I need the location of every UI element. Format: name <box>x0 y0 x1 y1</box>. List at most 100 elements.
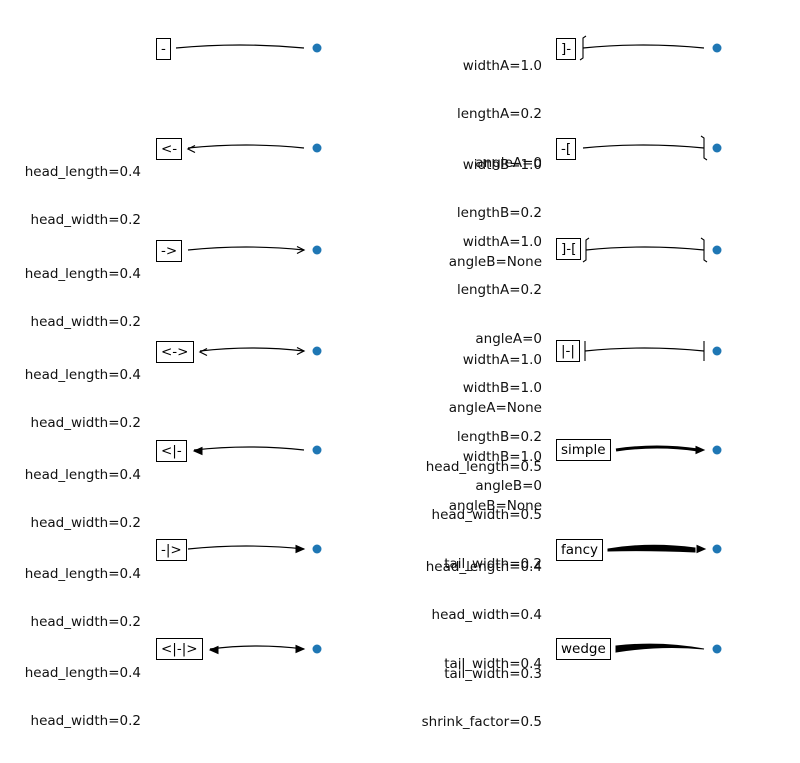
param-line: widthB=1.0 <box>462 380 542 397</box>
anchor-dot <box>712 245 722 255</box>
params-row-10: widthA=1.0 angleA=None widthB=1.0 angleB… <box>449 319 542 547</box>
arrow-head <box>695 445 706 455</box>
arrow-curve <box>615 445 699 452</box>
arrow-head <box>295 644 306 654</box>
arrow-head <box>296 346 306 356</box>
arrow-head <box>208 645 219 655</box>
arrow-curve <box>193 446 305 451</box>
params-row-11: head_length=0.5 head_width=0.5 tail_widt… <box>426 426 542 605</box>
param-line: lengthA=0.2 <box>456 282 542 299</box>
param-line: head_width=0.2 <box>30 614 141 631</box>
wedge-arrow <box>615 643 705 653</box>
arrow-head <box>296 245 306 255</box>
anchor-dot <box>712 143 722 153</box>
param-line: widthB=1.0 <box>462 449 542 466</box>
params-row-1: head_length=0.4 head_width=0.2 <box>25 131 141 261</box>
anchor-dot <box>712 644 722 654</box>
param-line: angleA=None <box>448 400 542 417</box>
anchor-dot <box>312 644 322 654</box>
param-line: angleA=0 <box>475 155 542 172</box>
arrow-curve <box>199 347 305 352</box>
arrow-curve <box>209 645 305 650</box>
anchor-dot <box>712 544 722 554</box>
param-line: angleA=0 <box>475 331 542 348</box>
fancy-arrow-body <box>607 544 696 553</box>
param-line: head_length=0.4 <box>24 466 141 483</box>
param-line: head_width=0.4 <box>431 607 542 624</box>
arrow-curve <box>175 44 305 49</box>
params-row-8: widthB=1.0 lengthB=0.2 angleB=None <box>449 124 542 303</box>
arrowstyle-label: simple <box>556 439 611 461</box>
arrowstyle-label: ]- <box>556 38 577 60</box>
arrowstyle-label: fancy <box>556 539 603 561</box>
param-line: head_width=0.5 <box>431 507 542 524</box>
param-line: head_width=0.2 <box>30 212 141 229</box>
param-line: head_length=0.4 <box>24 163 141 180</box>
arrowstyle-label: <|- <box>156 440 187 462</box>
params-row-4: head_length=0.4 head_width=0.2 <box>25 434 141 564</box>
params-row-13: tail_width=0.3 shrink_factor=0.5 <box>422 633 542 763</box>
arrow-head <box>192 446 203 456</box>
arrowstyle-label: <|-|> <box>156 638 203 660</box>
arrow-curve <box>582 44 705 49</box>
arrow-head <box>295 544 306 554</box>
arrowstyle-label: wedge <box>556 638 611 660</box>
bracket-mark <box>582 237 590 263</box>
arrowstyle-label: |-| <box>556 340 580 362</box>
anchor-dot <box>712 346 722 356</box>
anchor-dot <box>312 43 322 53</box>
param-line: tail_width=0.4 <box>444 656 542 673</box>
param-line: head_length=0.4 <box>24 265 141 282</box>
params-row-2: head_length=0.4 head_width=0.2 <box>25 233 141 363</box>
bracket-mark <box>700 237 708 263</box>
arrow-head <box>696 544 707 554</box>
arrow-head <box>198 347 208 357</box>
param-line: head_length=0.5 <box>425 458 542 475</box>
anchor-dot <box>312 544 322 554</box>
param-line: angleB=None <box>448 498 542 515</box>
arrowstyle-demo: head_length=0.4 head_width=0.2 head_leng… <box>25 25 722 730</box>
params-row-5: head_length=0.4 head_width=0.2 <box>25 533 141 663</box>
param-line: tail_width=0.2 <box>444 556 542 573</box>
arrow-layer <box>175 35 722 655</box>
params-row-6: head_length=0.4 head_width=0.2 <box>25 632 141 762</box>
arrowstyle-label: <-> <box>156 341 194 363</box>
param-line: lengthB=0.2 <box>456 429 542 446</box>
param-line: head_width=0.2 <box>30 314 141 331</box>
arrow-curve <box>187 246 305 251</box>
param-line: lengthA=0.2 <box>456 106 542 123</box>
arrow-curve <box>584 347 705 352</box>
anchor-dot <box>712 445 722 455</box>
anchor-dot <box>712 43 722 53</box>
param-line: head_length=0.4 <box>24 664 141 681</box>
anchor-dot <box>312 143 322 153</box>
arrowstyle-label: -> <box>156 240 183 262</box>
anchor-dot <box>312 445 322 455</box>
param-line: widthA=1.0 <box>462 57 542 74</box>
arrowstyle-label: - <box>156 38 171 60</box>
anchor-dot <box>312 245 322 255</box>
params-row-3: head_length=0.4 head_width=0.2 <box>25 334 141 464</box>
params-row-9: widthA=1.0 lengthA=0.2 angleA=0 widthB=1… <box>457 201 542 527</box>
param-line: head_length=0.4 <box>24 565 141 582</box>
arrowstyle-label: -[ <box>556 138 577 160</box>
params-row-12: head_length=0.4 head_width=0.4 tail_widt… <box>426 526 542 705</box>
param-line: angleB=0 <box>475 478 542 495</box>
bracket-mark <box>700 135 708 161</box>
arrow-head <box>186 144 196 154</box>
arrow-curve <box>187 545 305 550</box>
param-line: widthB=1.0 <box>462 156 542 173</box>
arrowstyle-label: ]-[ <box>556 238 582 260</box>
param-line: widthA=1.0 <box>462 351 542 368</box>
param-line: head_width=0.2 <box>30 515 141 532</box>
param-line: tail_width=0.3 <box>444 665 542 682</box>
arrow-curve <box>187 144 305 149</box>
arrow-curve <box>582 144 705 149</box>
param-line: angleB=None <box>448 254 542 271</box>
anchor-dot <box>312 346 322 356</box>
param-line: head_width=0.2 <box>30 415 141 432</box>
arrowstyle-label: <- <box>156 138 183 160</box>
param-line: head_width=0.2 <box>30 713 141 730</box>
params-row-7: widthA=1.0 lengthA=0.2 angleA=0 <box>457 25 542 204</box>
arrow-curve <box>585 246 705 251</box>
